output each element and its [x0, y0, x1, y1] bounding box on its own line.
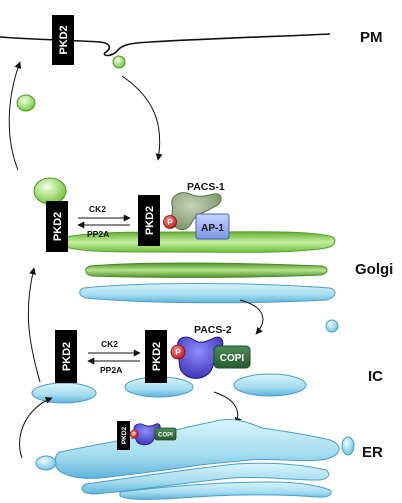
- arrow-golgi-to-ic: [239, 299, 264, 335]
- phosphatase-pp2a-ic: PP2A: [100, 365, 122, 375]
- phosphatase-pp2a-golgi: PP2A: [87, 229, 109, 239]
- pm-vesicle-left: [16, 94, 36, 112]
- region-label-pm: PM: [360, 29, 383, 46]
- ic-vesicle-left: [31, 382, 97, 404]
- phospho-label-ic: P: [175, 348, 181, 357]
- pkd2-box-ic-right: PKD2: [145, 330, 167, 383]
- golgi-blue-vesicle: [325, 319, 339, 333]
- pkd2-label-er: PKD2: [121, 426, 128, 444]
- region-label-er: ER: [362, 444, 383, 461]
- kinase-ck2-golgi: CK2: [89, 204, 106, 214]
- pkd2-label-golgi-left: PKD2: [52, 212, 64, 241]
- er-vesicle-right: [341, 436, 355, 456]
- region-label-golgi: Golgi: [355, 261, 393, 278]
- er-vesicle-left: [35, 455, 57, 471]
- pkd2-box-golgi-left: PKD2: [46, 201, 68, 252]
- pkd2-box-ic-left: PKD2: [55, 330, 77, 383]
- pkd2-label-ic-right: PKD2: [151, 342, 163, 371]
- copi-box: [213, 345, 251, 369]
- pkd2-box-pm: PKD2: [52, 15, 74, 65]
- ap1-label: AP-1: [201, 223, 224, 234]
- plasma-membrane: [0, 33, 331, 57]
- golgi-cisterna-3: [79, 283, 336, 304]
- copi-box-er: [154, 427, 177, 441]
- pkd2-label-golgi-right: PKD2: [144, 206, 156, 235]
- er-bottom-tubule: [119, 481, 332, 500]
- ic-vesicle-right: [233, 373, 307, 397]
- kinase-ck2-ic: CK2: [101, 339, 118, 349]
- arrow-pm-to-golgi: [121, 75, 163, 161]
- er-lower-tubule: [81, 462, 330, 495]
- phospho-marker-er: [129, 429, 139, 439]
- copi-label-er: COPI: [158, 433, 173, 439]
- phospho-label-er: P: [132, 432, 136, 438]
- golgi-cisterna-1: [55, 231, 336, 253]
- copi-label: COPI: [220, 353, 245, 364]
- pkd2-label-pm: PKD2: [58, 25, 70, 54]
- pkd2-label-ic-left: PKD2: [61, 342, 73, 371]
- pacs2-label: PACS-2: [194, 324, 232, 336]
- phospho-marker-golgi: [163, 215, 177, 229]
- pkd2-box-golgi-right: PKD2: [138, 195, 160, 246]
- golgi-cisterna-2: [85, 262, 328, 278]
- phospho-marker-ic: [170, 344, 186, 360]
- arrow-golgi-to-pm: [8, 61, 22, 171]
- phospho-label-golgi: P: [167, 218, 173, 227]
- er-main-sheet: [54, 419, 340, 479]
- arrow-er-to-ic: [19, 397, 53, 459]
- ap1-box: [195, 213, 230, 240]
- pacs1-label: PACS-1: [187, 181, 225, 193]
- region-label-ic: IC: [368, 368, 383, 385]
- pkd2-box-er: PKD2: [117, 421, 130, 450]
- golgi-vesicle: [33, 177, 67, 205]
- arrow-ic-to-golgi: [27, 267, 41, 383]
- pm-vesicle-small: [112, 55, 126, 69]
